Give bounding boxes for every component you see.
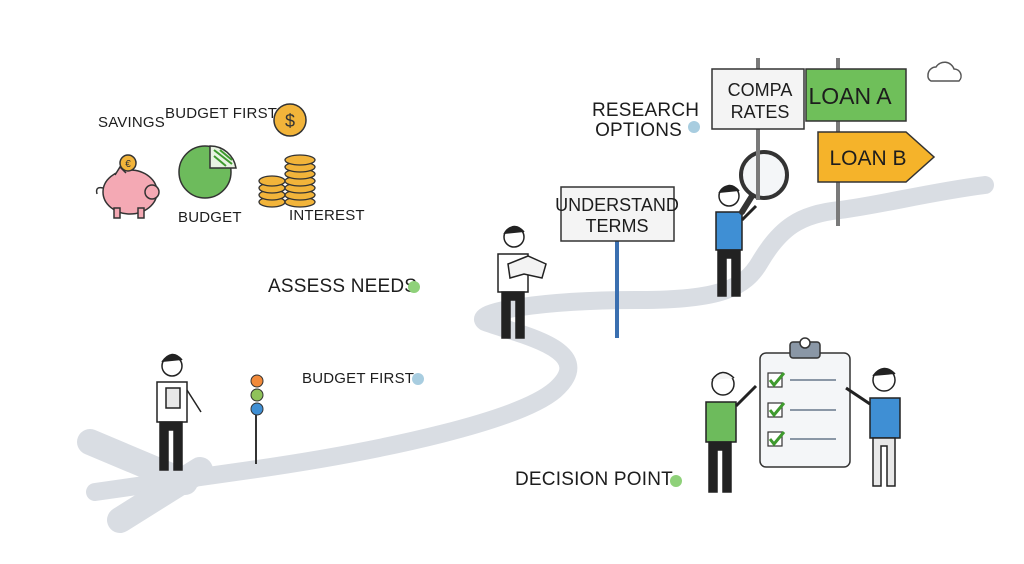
step-decision-point: Decision Point bbox=[515, 469, 673, 490]
step-assess-needs: Assess Needs bbox=[268, 276, 418, 297]
piggy-coin-symbol: € bbox=[125, 159, 131, 170]
dollar-coin-icon: $ bbox=[273, 103, 307, 137]
understand-terms-line2: Terms bbox=[586, 216, 649, 236]
compare-rates-line1: Comра bbox=[728, 80, 793, 100]
person-with-map bbox=[497, 225, 547, 339]
piggy-bank-icon: € bbox=[95, 154, 160, 219]
budget-label: Budget bbox=[178, 209, 242, 226]
step-dot-assess-needs bbox=[408, 281, 420, 293]
step-budget-first: Budget First bbox=[302, 370, 415, 387]
checklist-item bbox=[767, 431, 836, 447]
budget-pie-icon bbox=[178, 145, 237, 199]
interest-label: Interest bbox=[289, 207, 365, 224]
coin-stacks-icon bbox=[258, 154, 316, 208]
person-with-magnifier bbox=[715, 184, 758, 297]
magnifying-glass-icon bbox=[739, 150, 789, 215]
step-dot-budget-first bbox=[412, 373, 424, 385]
loan-a-label: Loan A bbox=[808, 83, 892, 109]
checklist-item bbox=[767, 402, 836, 418]
understand-terms-sign: Understand Terms bbox=[555, 186, 679, 338]
checklist-item bbox=[767, 372, 836, 388]
compare-rates-line2: Rates bbox=[731, 102, 790, 122]
savings-label: Savings bbox=[98, 114, 165, 131]
person-blue-shirt bbox=[845, 367, 901, 487]
budget-first-icon-label: Budget First bbox=[165, 105, 278, 122]
step-research-options: Research Options bbox=[592, 100, 700, 141]
understand-terms-line1: Understand bbox=[555, 195, 679, 215]
loan-b-label: Loan B bbox=[829, 147, 906, 170]
dollar-coin-symbol: $ bbox=[285, 111, 295, 131]
step-dot-decision-point bbox=[670, 475, 682, 487]
loan-signpost: Comра Rates Loan A Loan B bbox=[711, 58, 936, 226]
person-green-shirt bbox=[705, 371, 758, 493]
cloud-icon bbox=[927, 61, 962, 82]
traffic-light-icon bbox=[250, 374, 264, 464]
step-dot-research-options bbox=[688, 121, 700, 133]
person-with-tablet bbox=[156, 353, 202, 471]
checklist-clipboard bbox=[759, 337, 851, 468]
